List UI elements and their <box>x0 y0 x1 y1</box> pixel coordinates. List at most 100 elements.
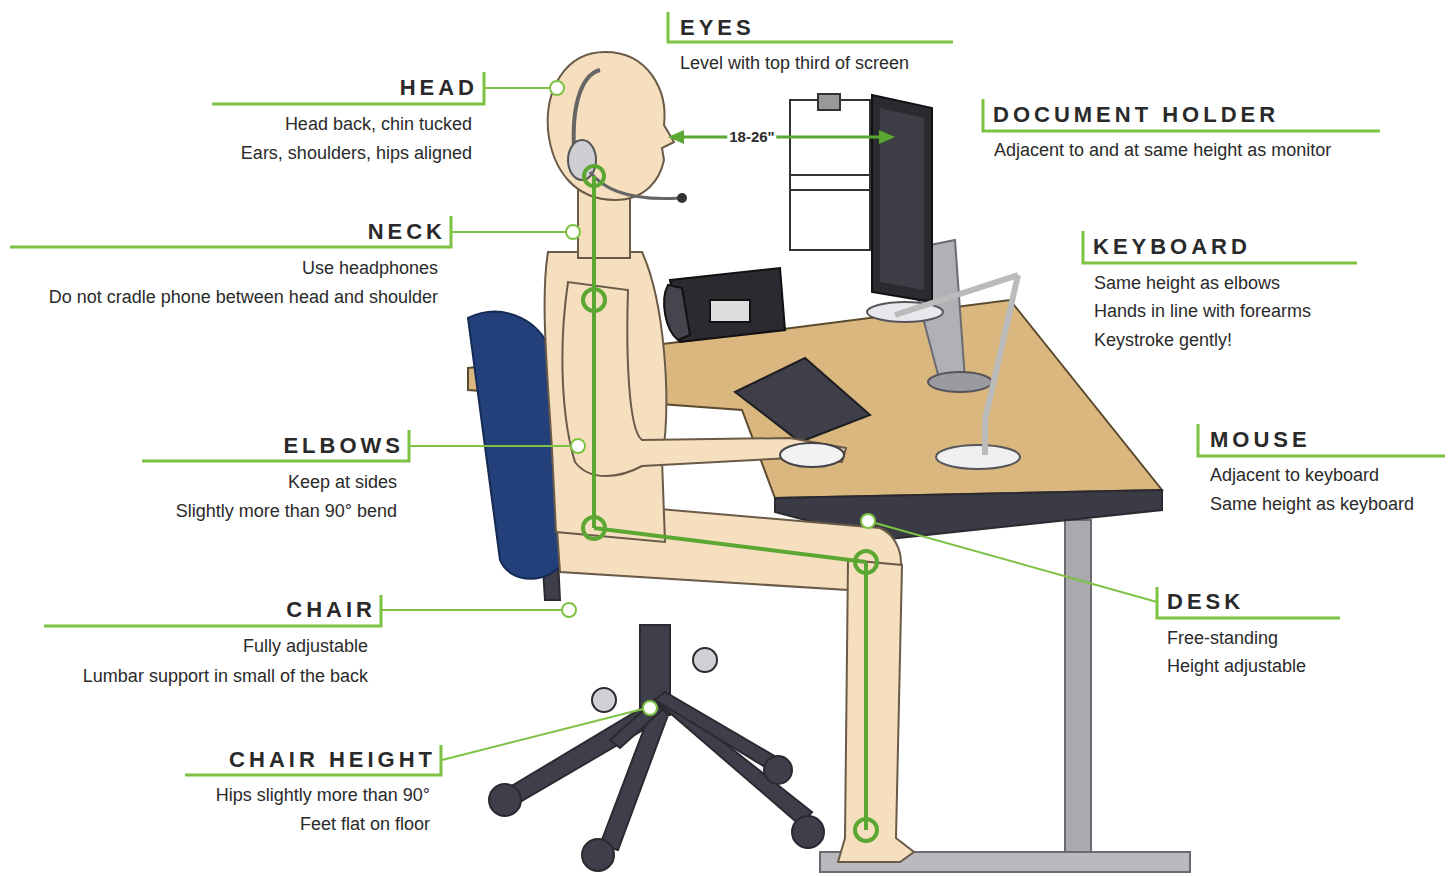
monitor-part <box>880 108 924 290</box>
alignment-line <box>583 166 877 841</box>
callout-heading: EYES <box>680 15 755 41</box>
alignment-line-part <box>583 289 605 311</box>
document-holder <box>790 94 870 250</box>
callout-note: Free-standing <box>1167 628 1278 649</box>
lamp-part <box>895 275 1018 315</box>
document-holder-part <box>790 189 870 191</box>
callout-note: Slightly more than 90° bend <box>176 501 397 522</box>
alignment-line-part <box>864 562 868 830</box>
callout-note: Same height as keyboard <box>1210 494 1414 515</box>
callout-note: Feet flat on floor <box>300 814 430 835</box>
alignment-line-part <box>855 819 877 841</box>
chair-base-part <box>489 784 521 816</box>
callout-brackets <box>10 12 1445 775</box>
callout-note: Same height as elbows <box>1094 273 1280 294</box>
callout-note: Lumbar support in small of the back <box>83 666 368 687</box>
lamp-part <box>982 420 988 455</box>
leader-lines-part <box>452 231 566 233</box>
alignment-line-part <box>594 528 866 562</box>
callout-brackets-part <box>44 595 381 626</box>
callout-note: Hips slightly more than 90° <box>216 785 430 806</box>
headset-part <box>677 193 687 203</box>
leader-lines <box>382 81 1157 760</box>
dimension-arrow-part <box>879 130 895 144</box>
mouse <box>780 443 844 467</box>
callout-heading: DESK <box>1167 589 1244 615</box>
callout-brackets-part <box>212 72 484 104</box>
person-part <box>562 282 846 476</box>
document-holder-part <box>790 174 870 176</box>
callout-note: Ears, shoulders, hips aligned <box>241 143 472 164</box>
callout-note: Adjacent to and at same height as monito… <box>994 140 1331 161</box>
alignment-line-part <box>584 166 604 186</box>
callout-note: Keystroke gently! <box>1094 330 1232 351</box>
telephone <box>664 268 785 342</box>
leader-lines-part <box>875 523 1157 602</box>
callout-brackets-part <box>185 745 441 775</box>
callout-heading: NECK <box>368 219 446 245</box>
headset <box>568 70 687 203</box>
dimension-arrow-part <box>668 130 684 144</box>
callout-note: Adjacent to keyboard <box>1210 465 1379 486</box>
callout-heading: CHAIR HEIGHT <box>229 747 436 773</box>
callout-brackets-part <box>983 99 1380 131</box>
callout-brackets-part <box>1198 424 1445 456</box>
chair-base-part <box>792 816 824 848</box>
document-holder-part <box>790 100 870 250</box>
callout-brackets-part <box>10 216 451 247</box>
callout-heading: DOCUMENT HOLDER <box>993 102 1279 128</box>
dimension-label: 18-26" <box>727 128 776 145</box>
leader-lines-part <box>485 87 550 89</box>
callout-note: Use headphones <box>302 258 438 279</box>
person-part <box>838 560 914 862</box>
leader-lines-part <box>562 603 576 617</box>
monitor-part <box>872 95 932 302</box>
leader-lines-part <box>643 701 657 715</box>
callout-brackets-part <box>668 12 953 42</box>
lamp-part <box>985 275 1018 420</box>
callout-note: Head back, chin tucked <box>285 114 472 135</box>
leader-lines-part <box>550 81 564 95</box>
chair-base-part <box>610 700 662 748</box>
alignment-line-part <box>592 176 596 528</box>
callout-heading: MOUSE <box>1210 427 1311 453</box>
callout-note: Height adjustable <box>1167 656 1306 677</box>
leader-lines-part <box>410 445 571 447</box>
document-holder-part <box>818 94 840 110</box>
leader-lines-part <box>382 609 562 611</box>
callout-brackets-part <box>142 430 409 461</box>
person <box>545 52 914 862</box>
callout-note: Fully adjustable <box>243 636 368 657</box>
telephone-part <box>664 285 690 340</box>
chair-base-part <box>655 692 778 770</box>
desk-part <box>1065 520 1091 860</box>
leader-lines-part <box>861 514 875 528</box>
callout-note: Hands in line with forearms <box>1094 301 1311 322</box>
monitor <box>867 95 992 392</box>
callout-note: Keep at sides <box>288 472 397 493</box>
lamp <box>895 275 1020 469</box>
callout-note: Do not cradle phone between head and sho… <box>49 287 438 308</box>
chair-base-part <box>693 648 717 672</box>
chair-base-part <box>582 839 614 871</box>
callout-heading: ELBOWS <box>283 433 404 459</box>
callout-heading: KEYBOARD <box>1093 234 1251 260</box>
lamp-part <box>936 445 1020 469</box>
telephone-part <box>710 300 750 322</box>
callout-brackets-part <box>1157 587 1340 618</box>
keyboard-part <box>735 358 870 442</box>
mouse-part <box>780 443 844 467</box>
callout-note: Level with top third of screen <box>680 53 909 74</box>
chair-base-part <box>655 700 812 825</box>
chair-base-part <box>592 688 616 712</box>
leader-lines-part <box>566 225 580 239</box>
chair-base-part <box>600 700 668 850</box>
callout-brackets-part <box>1083 231 1357 263</box>
alignment-line-part <box>855 551 877 573</box>
person-part <box>548 52 674 200</box>
callout-heading: HEAD <box>400 75 478 101</box>
callout-heading: CHAIR <box>286 597 376 623</box>
keyboard <box>735 358 870 442</box>
alignment-line-part <box>583 517 605 539</box>
